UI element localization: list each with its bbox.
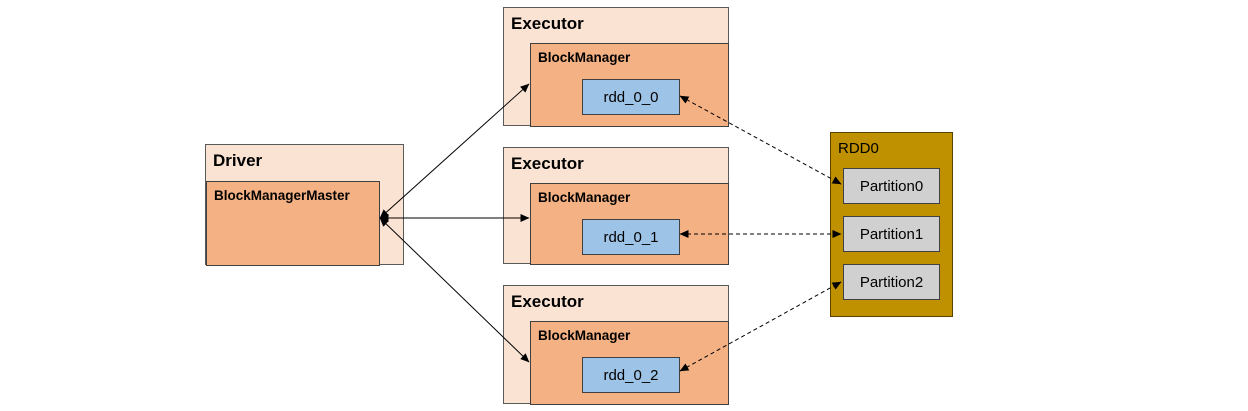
block-manager-master-label: BlockManagerMaster <box>214 188 350 203</box>
partition-0: Partition0 <box>843 168 940 204</box>
rdd0-title: RDD0 <box>838 140 879 157</box>
block-rdd-0-2: rdd_0_2 <box>582 357 680 393</box>
executor-box-0: Executor BlockManager rdd_0_0 <box>503 7 729 127</box>
block-manager-label-1: BlockManager <box>538 190 631 205</box>
executor-title-0: Executor <box>511 14 584 33</box>
executor-box-2: Executor BlockManager rdd_0_2 <box>503 285 729 405</box>
block-manager-box-0: BlockManager rdd_0_0 <box>530 43 729 127</box>
block-rdd-0-0: rdd_0_0 <box>582 79 680 115</box>
executor-title-2: Executor <box>511 292 584 311</box>
block-manager-box-1: BlockManager rdd_0_1 <box>530 183 729 265</box>
block-rdd-0-1: rdd_0_1 <box>582 219 680 255</box>
driver-box: Driver BlockManagerMaster <box>205 144 404 266</box>
partition-1: Partition1 <box>843 216 940 252</box>
driver-title: Driver <box>213 151 263 170</box>
block-manager-box-2: BlockManager rdd_0_2 <box>530 321 729 405</box>
partition-2: Partition2 <box>843 264 940 300</box>
executor-box-1: Executor BlockManager rdd_0_1 <box>503 147 729 265</box>
executor-title-1: Executor <box>511 154 584 173</box>
block-manager-master-box: BlockManagerMaster <box>206 181 380 266</box>
rdd0-box: RDD0 Partition0 Partition1 Partition2 <box>830 132 953 317</box>
block-manager-label-0: BlockManager <box>538 50 631 65</box>
block-manager-label-2: BlockManager <box>538 328 631 343</box>
